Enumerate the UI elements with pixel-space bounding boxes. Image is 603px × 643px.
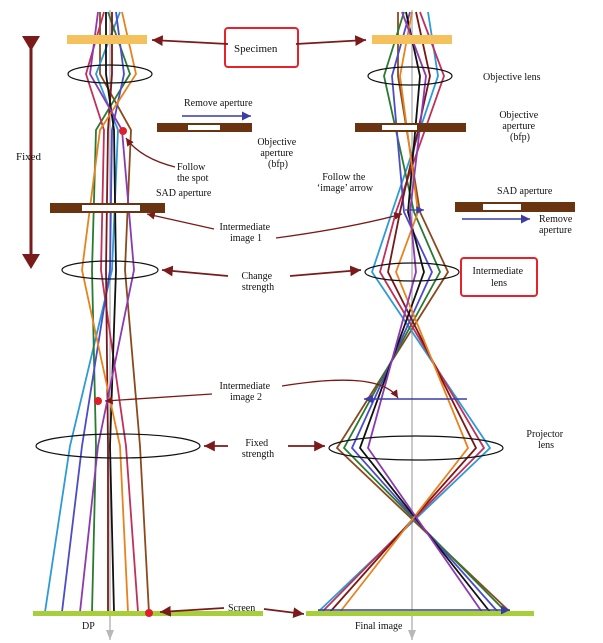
- specimen-arrow-right: [295, 35, 367, 47]
- follow-the-spot-arrow: [125, 137, 176, 168]
- ray-right-4: [321, 11, 486, 613]
- screen-right: [306, 611, 534, 616]
- intermediate-lens-label: Intermediate lens: [472, 266, 525, 289]
- remove-aperture-right-label: Remove aperture: [539, 214, 575, 236]
- projector-lens-right: [328, 435, 504, 461]
- objective-aperture-left-label: Objective aperture (bfp): [257, 137, 298, 170]
- projector-lens-line1: Projector: [526, 429, 563, 440]
- follow-the-spot-label: Follow the spot: [177, 162, 209, 184]
- ray-right-5: [350, 11, 499, 613]
- intermediate-image-1-line1: Intermediate: [219, 222, 270, 233]
- objective-lens-right: [367, 66, 453, 86]
- fixed-strength-label: Fixed strength: [242, 438, 274, 460]
- follow-the-spot-line2: the spot: [177, 173, 209, 184]
- fixed-strength-line1: Fixed: [245, 438, 268, 449]
- spot-image-2: [94, 397, 102, 405]
- ray-diagram-diffraction-mode: [44, 11, 150, 614]
- specimen-highlight-box: [224, 27, 299, 68]
- ray-right-1: [335, 12, 511, 613]
- sad-aperture-left-opening: [82, 205, 140, 211]
- objective-aperture-left-line2: aperture: [260, 148, 293, 159]
- ray-diagram-image-mode: [317, 11, 511, 613]
- intermediate-image-1-arrow-left: [146, 211, 215, 230]
- intermediate-image-2-line1: Intermediate: [219, 381, 270, 392]
- remove-aperture-right-line2: aperture: [539, 225, 572, 236]
- change-strength-line2: strength: [242, 282, 274, 293]
- change-strength-label: Change strength: [241, 271, 274, 293]
- follow-image-arrow-label: Follow the ‘image’ arrow: [317, 172, 374, 194]
- change-strength-arrow-left: [161, 265, 229, 277]
- screen-label: Screen: [228, 603, 255, 614]
- objective-aperture-right-line1: Objective: [499, 110, 538, 121]
- ray-left-9: [79, 11, 135, 613]
- dp-label: DP: [82, 621, 95, 632]
- intermediate-image-2-arrow-left: [104, 393, 213, 405]
- follow-image-arrow-line2: ‘image’ arrow: [317, 183, 374, 194]
- objective-aperture-left-line1: Objective: [257, 137, 296, 148]
- intermediate-lens-line1: Intermediate: [472, 266, 523, 277]
- spot-objective-plane: [119, 127, 127, 135]
- screen-arrow-left: [159, 605, 225, 617]
- axis-arrowhead-left: [106, 630, 114, 640]
- fixed-strength-line2: strength: [242, 449, 274, 460]
- remove-aperture-top-label: Remove aperture: [184, 98, 253, 109]
- sad-aperture-left-label: SAD aperture: [156, 188, 212, 199]
- ray-left-7: [105, 12, 117, 613]
- intermediate-lens-line2: lens: [491, 278, 507, 289]
- objective-aperture-right-line3: (bfp): [510, 132, 530, 143]
- ray-right-7: [358, 11, 491, 613]
- sad-aperture-right-label: SAD aperture: [497, 186, 553, 197]
- final-image-label: Final image: [355, 621, 403, 632]
- ray-right-3: [342, 11, 507, 613]
- intermediate-lens-left: [61, 260, 159, 280]
- axis-arrowhead-right: [408, 630, 416, 640]
- specimen-arrow-left: [151, 35, 229, 46]
- ray-right-6: [329, 11, 478, 613]
- intermediate-lens-highlight-box: [460, 257, 538, 297]
- intermediate-lens-right: [364, 262, 460, 282]
- spot-screen: [145, 609, 153, 617]
- remove-aperture-right-line1: Remove: [539, 214, 573, 225]
- projector-lens-line2: lens: [538, 440, 554, 451]
- objective-lens-left: [67, 64, 153, 84]
- ray-right-8: [339, 11, 470, 613]
- intermediate-image-2-label: Intermediate image 2: [219, 381, 272, 403]
- fixed-label: Fixed: [16, 151, 42, 163]
- screen-arrow-right: [263, 607, 305, 619]
- sad-aperture-right-opening: [483, 204, 521, 210]
- change-strength-arrow-right: [289, 265, 362, 277]
- ray-left-5: [61, 11, 125, 613]
- ray-left-6: [105, 12, 113, 612]
- objective-aperture-right-opening: [382, 125, 417, 130]
- ray-left-4: [85, 11, 139, 613]
- specimen-label: Specimen: [234, 43, 278, 55]
- projector-lens-left: [35, 433, 201, 459]
- intermediate-image-2-arrow-right: [281, 379, 399, 399]
- specimen-right: [372, 35, 452, 44]
- objective-aperture-right-label: Objective aperture (bfp): [499, 110, 540, 143]
- objective-lens-label: Objective lens: [483, 72, 541, 83]
- specimen-left: [67, 35, 147, 44]
- follow-the-spot-line1: Follow: [177, 162, 206, 173]
- objective-aperture-left-line3: (bfp): [268, 159, 288, 170]
- ray-right-2: [317, 11, 492, 613]
- ray-right-9: [367, 11, 483, 613]
- projector-lens-label: Projector lens: [526, 429, 565, 451]
- follow-image-arrow-line1: Follow the: [322, 172, 366, 183]
- change-strength-line1: Change: [241, 271, 272, 282]
- objective-aperture-left-opening: [188, 125, 220, 130]
- intermediate-image-1-arrow-right: [275, 212, 403, 239]
- intermediate-image-1-line2: image 1: [230, 233, 262, 244]
- ray-left-8: [81, 11, 137, 613]
- intermediate-image-1-label: Intermediate image 1: [219, 222, 272, 244]
- intermediate-image-2-line2: image 2: [230, 392, 262, 403]
- objective-aperture-right-line2: aperture: [502, 121, 535, 132]
